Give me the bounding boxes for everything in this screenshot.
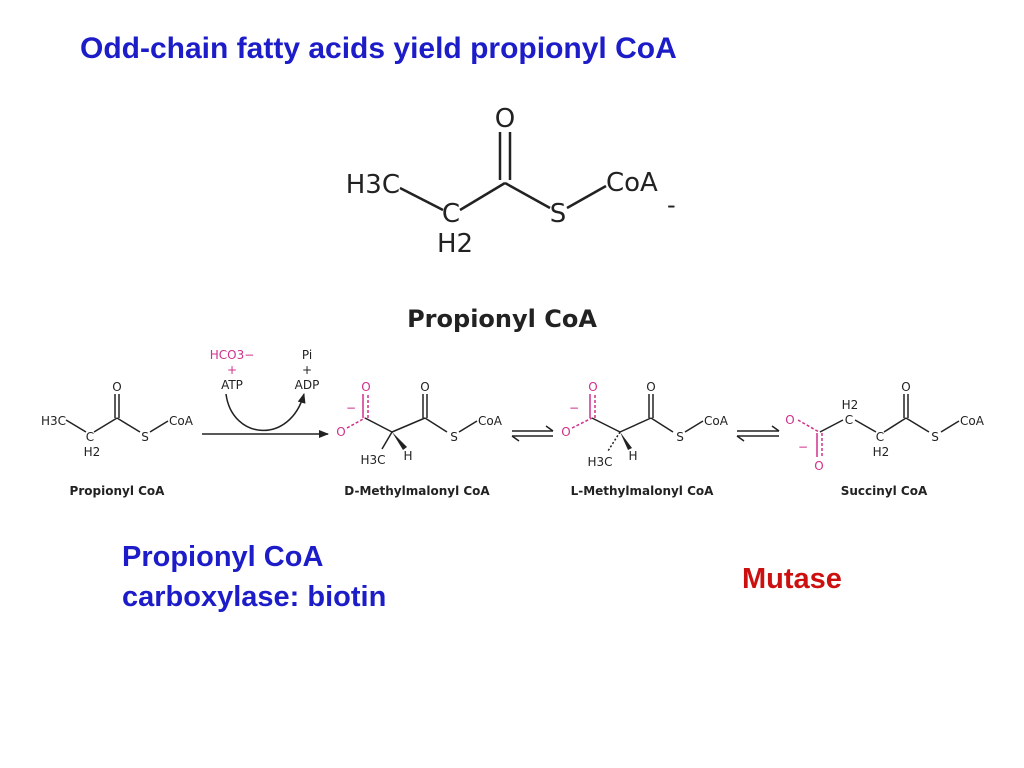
compound-name-2: D-Methylmalonyl CoA	[344, 484, 490, 498]
svg-text:CoA: CoA	[478, 414, 503, 428]
svg-text:S: S	[141, 430, 149, 444]
equilibrium-arrow-1	[511, 425, 554, 442]
compound-d-methylmalonyl-coa: O − O O S CoA H3C H	[336, 380, 502, 467]
svg-text:C: C	[845, 413, 853, 427]
svg-text:O: O	[901, 380, 910, 394]
svg-text:O: O	[336, 425, 345, 439]
svg-text:H2: H2	[873, 445, 890, 459]
svg-text:O: O	[814, 459, 823, 473]
reaction-scheme: O H3C C H2 S CoA HCO3− + ATP Pi + ADP	[41, 348, 985, 498]
compound-propionyl-coa: O H3C C H2 S CoA	[41, 380, 194, 459]
compound-name-1: Propionyl CoA	[70, 484, 166, 498]
svg-text:H2: H2	[84, 445, 101, 459]
svg-text:H: H	[403, 449, 412, 463]
svg-text:C: C	[86, 430, 94, 444]
svg-text:S: S	[676, 430, 684, 444]
compound-name-3: L-Methylmalonyl CoA	[571, 484, 715, 498]
bond-sulfur-coa	[566, 184, 607, 210]
svg-text:S: S	[931, 430, 939, 444]
svg-text:H3C: H3C	[587, 455, 612, 469]
top-atom-h2: H2	[437, 229, 473, 259]
svg-text:C: C	[876, 430, 884, 444]
bond-methyl-methylene	[399, 186, 444, 212]
top-charge: -	[667, 191, 676, 219]
svg-text:S: S	[450, 430, 458, 444]
svg-text:O: O	[785, 413, 794, 427]
svg-text:O: O	[561, 425, 570, 439]
svg-text:−: −	[798, 440, 808, 454]
svg-text:−: −	[346, 401, 356, 415]
input-bicarbonate: HCO3−	[210, 348, 255, 362]
svg-text:H: H	[628, 449, 637, 463]
top-structure-name: Propionyl CoA	[407, 305, 597, 333]
carboxylase-arrow: HCO3− + ATP Pi + ADP	[202, 348, 329, 438]
enzyme-note: Propionyl CoA carboxylase: biotin	[122, 537, 386, 617]
input-atp: ATP	[221, 378, 243, 392]
svg-text:CoA: CoA	[169, 414, 194, 428]
svg-text:CoA: CoA	[704, 414, 729, 428]
slide-title: Odd-chain fatty acids yield propionyl Co…	[80, 32, 677, 65]
equilibrium-arrow-2	[736, 425, 780, 442]
svg-text:O: O	[112, 380, 121, 394]
enzyme-note-line-2: carboxylase: biotin	[122, 581, 387, 613]
top-atom-o: O	[495, 104, 515, 134]
svg-text:O: O	[420, 380, 429, 394]
output-plus: +	[302, 363, 312, 377]
svg-text:CoA: CoA	[960, 414, 985, 428]
top-propionyl-coa-structure: O H3C C H2 S CoA - Propionyl CoA	[346, 104, 676, 333]
svg-text:O: O	[361, 380, 370, 394]
top-atom-coa: CoA	[606, 168, 658, 198]
enzyme-note-line-1: Propionyl CoA	[122, 541, 324, 573]
compound-succinyl-coa: O − O H2 C C H2 O S CoA	[785, 380, 984, 473]
bond-carbonyl-sulfur	[504, 181, 551, 210]
svg-text:H2: H2	[842, 398, 859, 412]
svg-text:O: O	[588, 380, 597, 394]
top-atom-s: S	[550, 199, 567, 229]
top-atom-h3c: H3C	[346, 170, 400, 200]
compound-l-methylmalonyl-coa: O − O O S CoA H3C H	[561, 380, 728, 469]
top-atom-c: C	[442, 199, 460, 229]
mutase-note: Mutase	[742, 563, 842, 595]
svg-text:O: O	[646, 380, 655, 394]
output-adp: ADP	[295, 378, 320, 392]
compound-name-4: Succinyl CoA	[841, 484, 928, 498]
bond-methylene-carbonyl	[459, 181, 506, 212]
svg-text:H3C: H3C	[41, 414, 66, 428]
input-plus: +	[227, 363, 237, 377]
svg-text:−: −	[569, 401, 579, 415]
svg-text:H3C: H3C	[360, 453, 385, 467]
output-pi: Pi	[302, 348, 312, 362]
